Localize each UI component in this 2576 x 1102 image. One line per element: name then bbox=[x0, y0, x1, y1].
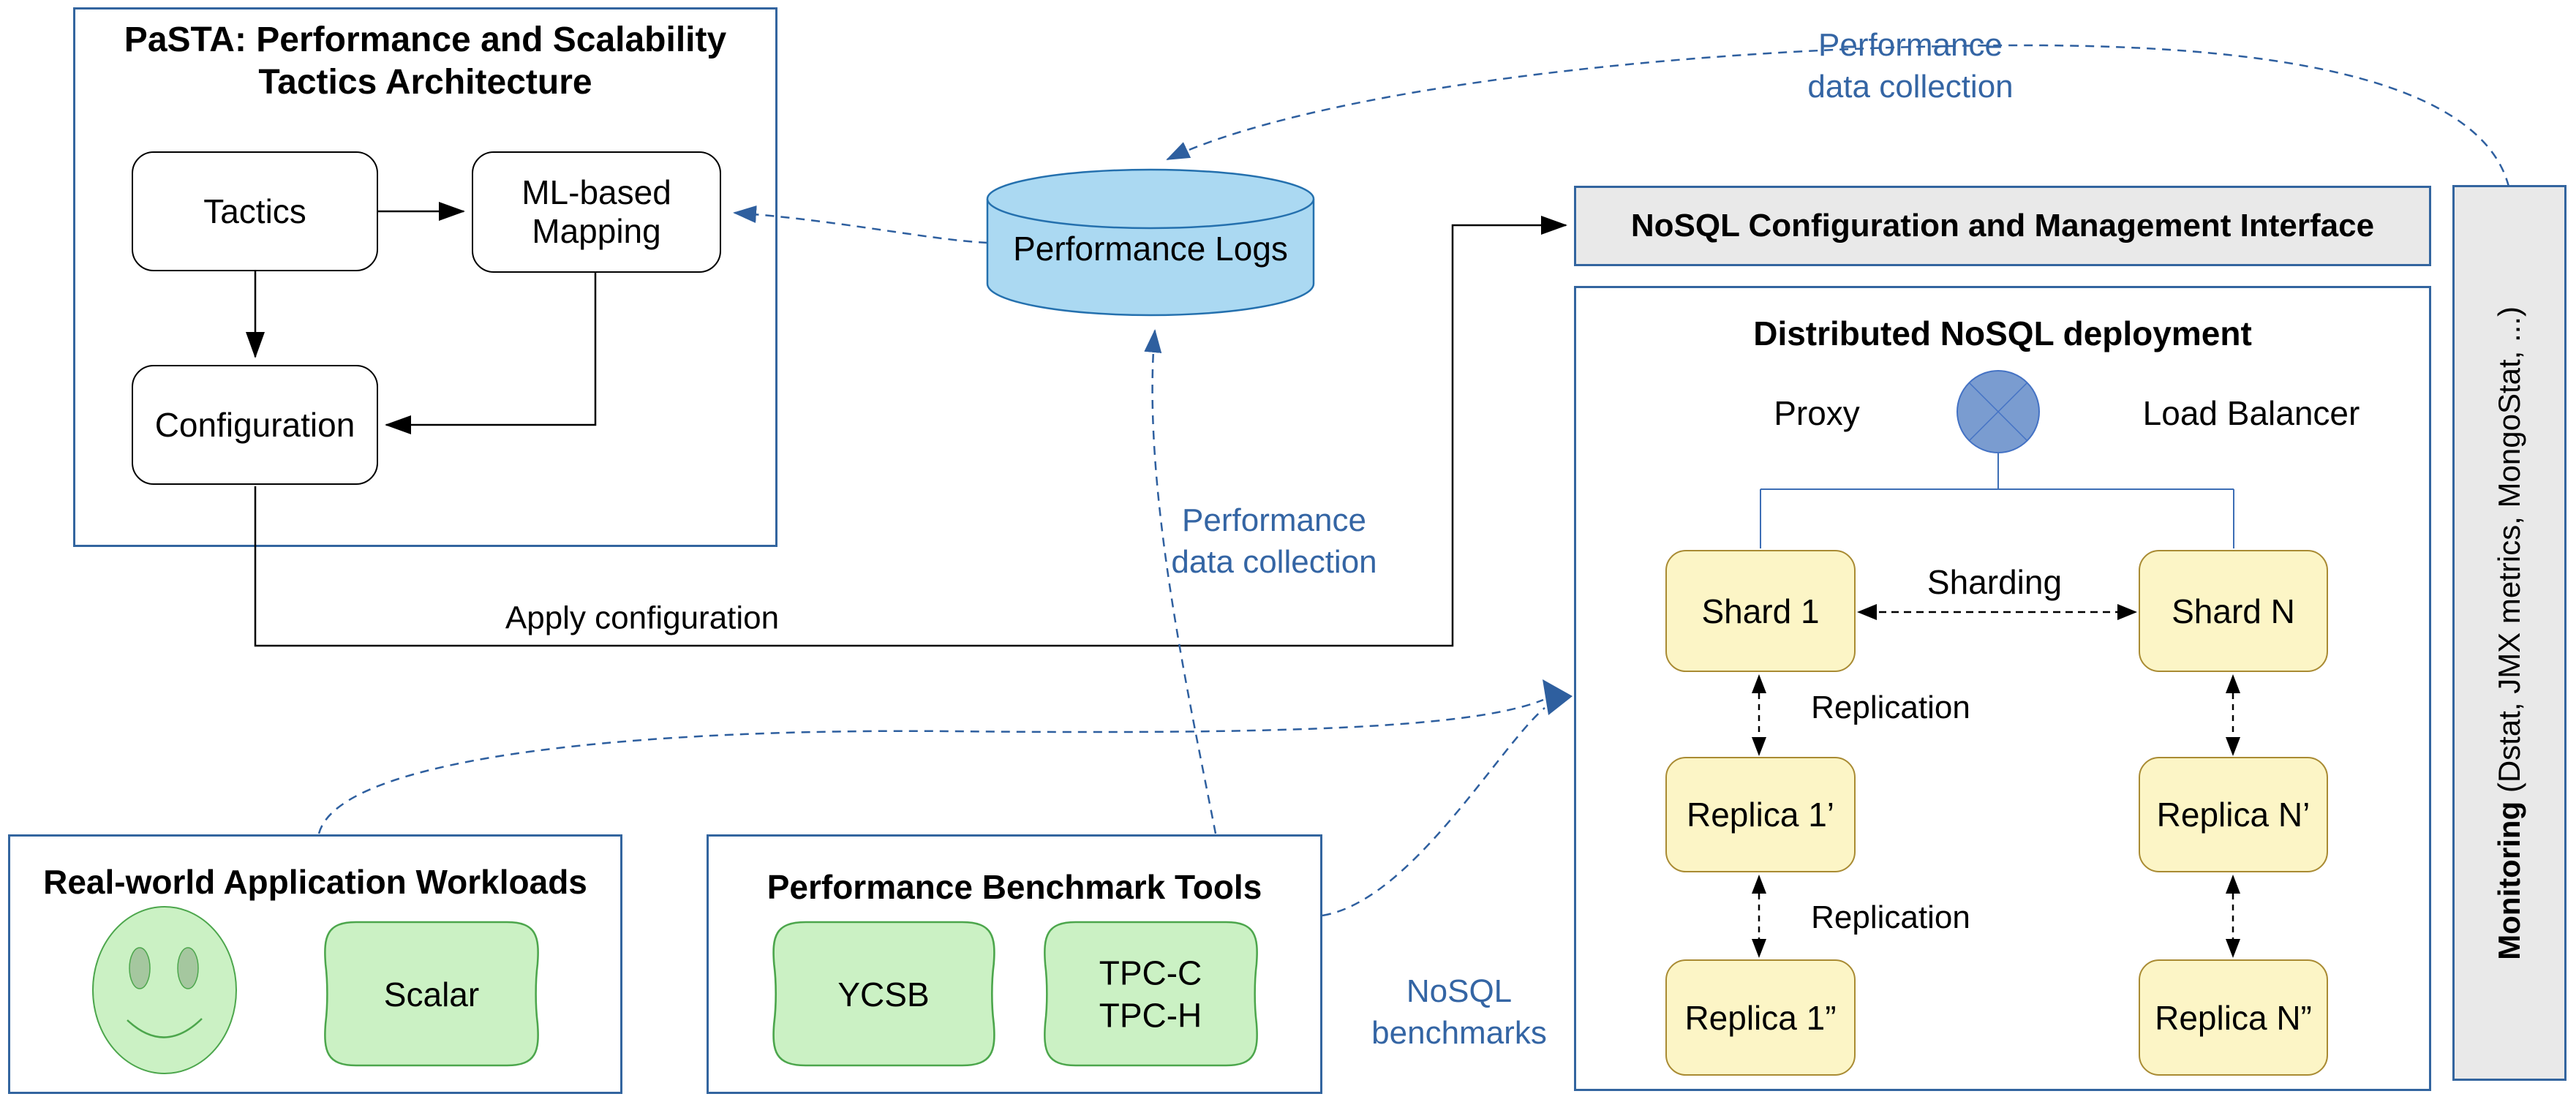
tpc-shape bbox=[1044, 921, 1258, 1067]
flow-label-nosql-benchmarks: NoSQL benchmarks bbox=[1371, 973, 1547, 1051]
monitoring-label: Monitoring (Dstat, JMX metrics, MongoSta… bbox=[2492, 306, 2527, 960]
benchmarks-title: Performance Benchmark Tools bbox=[767, 868, 1262, 906]
workloads-title: Real-world Application Workloads bbox=[43, 863, 587, 901]
merge-arrowhead bbox=[1543, 679, 1573, 715]
load-balancer-label: Load Balancer bbox=[2142, 394, 2360, 432]
load-balancer-icon bbox=[1957, 370, 2040, 453]
ycsb-shape bbox=[772, 921, 995, 1067]
node-tactics: Tactics bbox=[132, 151, 378, 271]
performance-logs-label: Performance Logs bbox=[1013, 230, 1288, 268]
node-replica-1-prime: Replica 1’ bbox=[1665, 757, 1856, 872]
node-replica-n-doubleprime: Replica N” bbox=[2139, 959, 2328, 1076]
nosql-interface-panel: NoSQL Configuration and Management Inter… bbox=[1574, 186, 2431, 266]
pasta-title: PaSTA: Performance and Scalability Tacti… bbox=[124, 20, 727, 102]
flow-label-perf-data-collection-mid: Performance data collection bbox=[1171, 502, 1377, 580]
deployment-title: Distributed NoSQL deployment bbox=[1753, 314, 2252, 352]
ycsb-label: YCSB bbox=[837, 975, 930, 1014]
flow-label-apply-configuration: Apply configuration bbox=[505, 600, 780, 636]
node-replica-n-prime: Replica N’ bbox=[2139, 757, 2328, 872]
node-replica-1-doubleprime: Replica 1” bbox=[1665, 959, 1856, 1076]
tpc-label: TPC-C TPC-H bbox=[1099, 954, 1202, 1035]
node-ml-mapping: ML-based Mapping bbox=[472, 151, 721, 273]
monitoring-label-rest: (Dstat, JMX metrics, MongoStat, ...) bbox=[2492, 306, 2526, 801]
proxy-label: Proxy bbox=[1774, 394, 1860, 432]
replication-edge-label-bottom: Replication bbox=[1811, 899, 1970, 935]
scalar-shape bbox=[324, 921, 539, 1067]
flow-label-perf-data-collection-top: Performance data collection bbox=[1807, 26, 2014, 105]
node-configuration: Configuration bbox=[132, 365, 378, 485]
monitoring-label-bold: Monitoring bbox=[2492, 801, 2526, 960]
nosql-interface-label: NoSQL Configuration and Management Inter… bbox=[1630, 208, 2375, 244]
smiley-face-icon bbox=[92, 906, 237, 1074]
scalar-label: Scalar bbox=[383, 975, 480, 1014]
monitoring-sidebar: Monitoring (Dstat, JMX metrics, MongoSta… bbox=[2452, 185, 2566, 1081]
node-shard-1: Shard 1 bbox=[1665, 550, 1856, 672]
sharding-edge-label: Sharding bbox=[1927, 563, 2063, 601]
replication-edge-label-top: Replication bbox=[1811, 690, 1970, 725]
node-shard-n: Shard N bbox=[2139, 550, 2328, 672]
